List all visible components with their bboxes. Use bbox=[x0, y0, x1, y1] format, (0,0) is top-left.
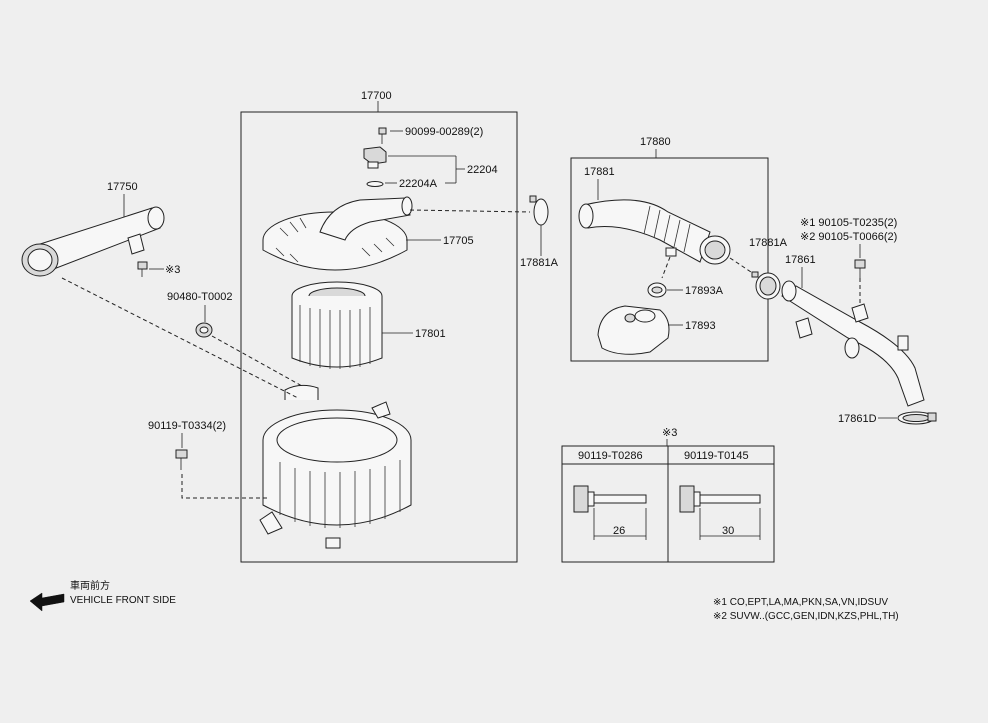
front-label-english: VEHICLE FRONT SIDE bbox=[70, 595, 176, 606]
grommet-icon bbox=[195, 322, 213, 338]
bolt-table-col1-header: 90119-T0286 bbox=[578, 450, 643, 462]
flange-bolt-icon bbox=[573, 485, 647, 513]
label-17893: 17893 bbox=[685, 320, 716, 332]
bolt-table-ref: ※3 bbox=[662, 427, 677, 439]
label-17893a: 17893A bbox=[685, 285, 724, 297]
label-screw-top: 90099-00289(2) bbox=[405, 126, 483, 138]
label-bolt-note-1: ※1 90105-T0235(2) bbox=[800, 217, 897, 229]
label-17861: 17861 bbox=[785, 254, 816, 266]
footnote-1: ※1 CO,EPT,LA,MA,PKN,SA,VN,IDSUV bbox=[713, 597, 888, 608]
screw-icon bbox=[378, 127, 387, 144]
label-17861d: 17861D bbox=[838, 413, 877, 425]
air-inlet-pipe-icon bbox=[21, 206, 165, 277]
label-clamp-left: 17881A bbox=[520, 257, 559, 269]
label-17881: 17881 bbox=[584, 166, 615, 178]
hose-clamp-icon bbox=[751, 271, 781, 300]
air-cleaner-case-icon bbox=[259, 384, 412, 549]
pipe-clamp-icon bbox=[897, 411, 937, 425]
label-17750: 17750 bbox=[107, 181, 138, 193]
label-bolt-note-2: ※2 90105-T0066(2) bbox=[800, 231, 897, 243]
footnote-2: ※2 SUVW..(GCC,GEN,IDN,KZS,PHL,TH) bbox=[713, 611, 899, 622]
bolt-icon bbox=[854, 259, 866, 278]
small-clamp-icon bbox=[647, 282, 667, 298]
air-flow-sensor-icon bbox=[363, 146, 387, 169]
bolt-table-col1-length: 26 bbox=[613, 525, 625, 537]
label-22204: 22204 bbox=[467, 164, 498, 176]
label-17880: 17880 bbox=[640, 136, 671, 148]
bolt-table-col2-header: 90119-T0145 bbox=[684, 450, 749, 462]
label-17705: 17705 bbox=[443, 235, 474, 247]
label-inlet-bolt-ref: ※3 bbox=[165, 264, 180, 276]
label-grommet: 90480-T0002 bbox=[167, 291, 232, 303]
front-label-japanese: 車両前方 bbox=[70, 579, 110, 592]
label-22204a: 22204A bbox=[399, 178, 438, 190]
air-cleaner-cover-icon bbox=[262, 196, 413, 271]
label-17700: 17700 bbox=[361, 90, 392, 102]
intake-pipe-icon bbox=[781, 280, 925, 407]
resonator-icon bbox=[597, 305, 670, 355]
bolt-table-col2-length: 30 bbox=[722, 525, 734, 537]
air-filter-element-icon bbox=[291, 281, 383, 369]
label-clamp-right: 17881A bbox=[749, 237, 788, 249]
flange-bolt-icon bbox=[679, 485, 761, 513]
hose-clamp-icon bbox=[529, 195, 549, 226]
front-arrow-icon bbox=[29, 592, 65, 612]
bolt-icon bbox=[137, 261, 148, 277]
intake-hose-icon bbox=[578, 199, 731, 265]
assembly-17700-box bbox=[240, 111, 518, 563]
label-17801: 17801 bbox=[415, 328, 446, 340]
gasket-icon bbox=[366, 181, 384, 187]
bolt-icon bbox=[175, 449, 188, 470]
label-case-bolt: 90119-T0334(2) bbox=[148, 420, 226, 432]
